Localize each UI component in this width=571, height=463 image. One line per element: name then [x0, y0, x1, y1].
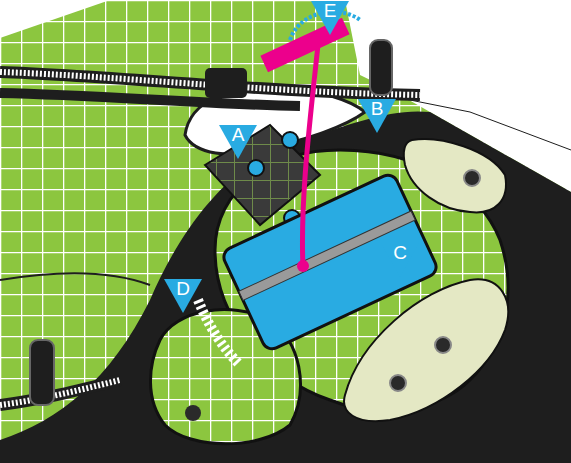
webbing — [0, 93, 300, 106]
cord-knot — [297, 260, 309, 272]
callout-letter: B — [363, 99, 391, 119]
callout-letter: A — [224, 125, 252, 145]
strap-end — [370, 40, 392, 95]
webbing — [0, 380, 120, 405]
buckle-body — [221, 172, 440, 352]
callout-marker — [164, 279, 202, 313]
pull-tab — [260, 18, 349, 72]
pull-cord — [302, 45, 318, 268]
callout-letter: E — [316, 1, 344, 21]
webbing — [198, 300, 240, 365]
background — [0, 0, 110, 38]
buckle — [221, 172, 440, 352]
harness-body — [0, 111, 571, 463]
callout-marker — [311, 1, 349, 35]
callout-letter: C — [386, 243, 414, 263]
pull-tab-band — [260, 18, 349, 72]
callout-letter: D — [169, 279, 197, 299]
rivet — [390, 375, 406, 391]
rivet — [464, 170, 480, 186]
webbing — [0, 380, 120, 405]
callout-marker — [358, 99, 396, 133]
stud — [248, 160, 264, 176]
rivet — [435, 337, 451, 353]
pad — [404, 139, 506, 212]
strap-slider — [205, 68, 247, 98]
callout-marker — [219, 125, 257, 159]
cord — [0, 273, 150, 285]
rivet — [185, 405, 201, 421]
cord — [400, 98, 571, 150]
stud — [282, 132, 298, 148]
callout-markers — [164, 1, 419, 313]
callout-marker — [381, 243, 419, 277]
strap-end — [30, 340, 54, 405]
